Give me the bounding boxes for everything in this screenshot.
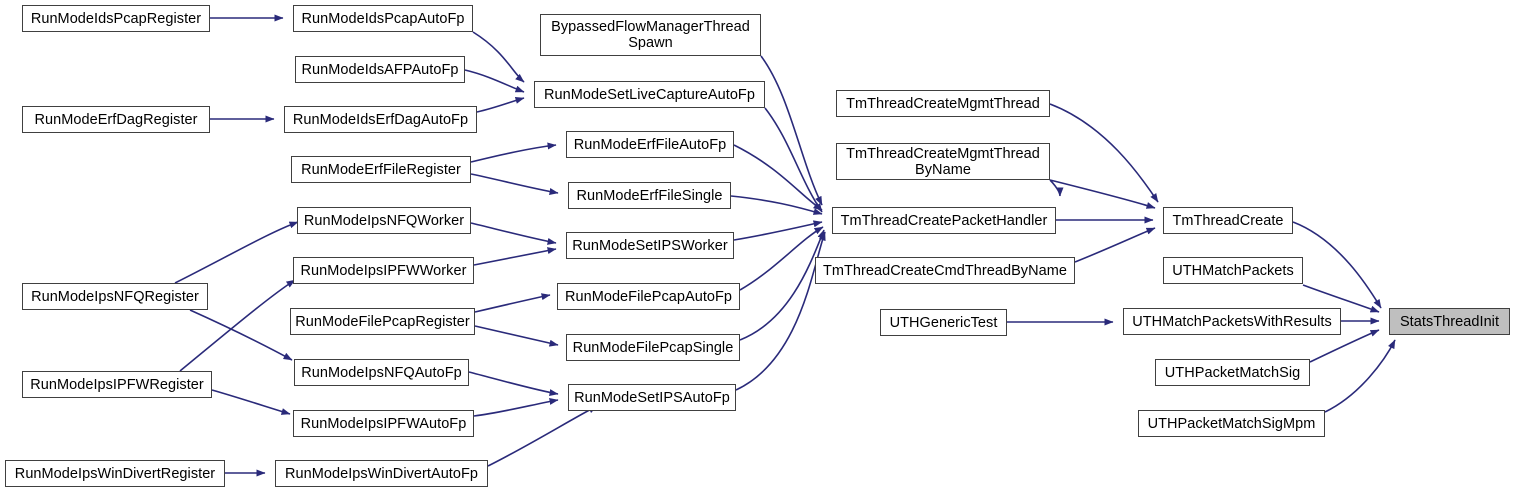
graph-node-runmodeerfdagregister[interactable]: RunModeErfDagRegister	[22, 106, 210, 133]
graph-node-uthpacketmatchsig[interactable]: UTHPacketMatchSig	[1155, 359, 1310, 386]
call-edge	[1049, 179, 1064, 197]
call-edge	[468, 371, 559, 396]
edges-group	[174, 14, 1396, 477]
call-edge	[470, 222, 557, 245]
graph-node-runmodeerffileregister[interactable]: RunModeErfFileRegister	[291, 156, 471, 183]
call-edge	[470, 142, 557, 163]
graph-node-runmodeidserfdagautofp[interactable]: RunModeIdsErfDagAutoFp	[284, 106, 477, 133]
call-edge	[739, 229, 825, 341]
call-edge	[211, 389, 291, 415]
call-edge	[473, 398, 559, 417]
graph-node-uthpacketmatchsigmpm[interactable]: UTHPacketMatchSigMpm	[1138, 410, 1325, 437]
graph-node-runmodesetipsworker[interactable]: RunModeSetIPSWorker	[566, 232, 734, 259]
graph-node-tmthreadcreatecmdthreadbyname[interactable]: TmThreadCreateCmdThreadByName	[815, 257, 1075, 284]
graph-node-tmthreadcreatemgmtthreadbyname[interactable]: TmThreadCreateMgmtThread ByName	[836, 143, 1050, 180]
graph-node-tmthreadcreatemgmtthread[interactable]: TmThreadCreateMgmtThread	[836, 90, 1050, 117]
call-edge	[474, 293, 551, 313]
call-edge	[472, 31, 525, 83]
graph-node-runmodefilepcapsingle[interactable]: RunModeFilePcapSingle	[566, 334, 740, 361]
graph-node-uthmatchpacketswithresults[interactable]: UTHMatchPacketsWithResults	[1123, 308, 1341, 335]
graph-node-runmodeidsafpautofp[interactable]: RunModeIdsAFPAutoFp	[295, 56, 465, 83]
graph-node-tmthreadcreatepackethandler[interactable]: TmThreadCreatePacketHandler	[832, 207, 1056, 234]
call-edge	[1292, 221, 1382, 309]
graph-node-uthgenerictest[interactable]: UTHGenericTest	[880, 309, 1007, 336]
call-edge	[470, 173, 559, 195]
graph-node-runmodeidspcapregister[interactable]: RunModeIdsPcapRegister	[22, 5, 210, 32]
graph-node-runmodeipsnfqautofp[interactable]: RunModeIpsNFQAutoFp	[294, 359, 469, 386]
call-edge	[1049, 179, 1156, 209]
call-edge	[764, 107, 823, 213]
graph-node-runmodesetipsautofp[interactable]: RunModeSetIPSAutoFp	[568, 384, 736, 411]
graph-node-runmodeidspcapautofp[interactable]: RunModeIdsPcapAutoFp	[293, 5, 473, 32]
call-edge	[730, 195, 823, 215]
call-edge	[464, 69, 525, 93]
graph-node-uthmatchpackets[interactable]: UTHMatchPackets	[1163, 257, 1303, 284]
graph-node-runmodeipswindivertautofp[interactable]: RunModeIpsWinDivertAutoFp	[275, 460, 488, 487]
graph-node-runmodesetlivecaptureautofp[interactable]: RunModeSetLiveCaptureAutoFp	[534, 81, 765, 108]
call-edge	[735, 231, 826, 391]
graph-node-runmodeipsnfqworker[interactable]: RunModeIpsNFQWorker	[297, 207, 471, 234]
graph-node-statsthreadinit[interactable]: StatsThreadInit	[1389, 308, 1510, 335]
graph-node-runmodefilepcapautofp[interactable]: RunModeFilePcapAutoFp	[557, 283, 740, 310]
graph-node-runmodeipsipfwregister[interactable]: RunModeIpsIPFWRegister	[22, 371, 212, 398]
graph-node-runmodeipsnfqregister[interactable]: RunModeIpsNFQRegister	[22, 283, 208, 310]
graph-node-runmodeipswindivertregister[interactable]: RunModeIpsWinDivertRegister	[5, 460, 225, 487]
call-edge	[733, 220, 823, 241]
call-edge	[487, 405, 598, 467]
graph-node-runmodeipsipfwworker[interactable]: RunModeIpsIPFWWorker	[293, 257, 474, 284]
graph-node-bypassedflowmanagerthreadspawn[interactable]: BypassedFlowManagerThread Spawn	[540, 14, 761, 56]
call-edge	[733, 144, 823, 211]
call-edge	[174, 221, 299, 284]
call-edge	[474, 325, 559, 347]
call-edge	[760, 55, 823, 206]
graph-node-runmodefilepcapregister[interactable]: RunModeFilePcapRegister	[290, 308, 475, 335]
graph-node-tmthreadcreate[interactable]: TmThreadCreate	[1163, 207, 1293, 234]
call-edge	[1049, 103, 1159, 203]
call-edge	[1074, 227, 1156, 263]
call-edge	[189, 309, 293, 361]
call-edge	[739, 226, 824, 291]
call-edge	[473, 247, 557, 266]
graph-node-runmodeerffileautofp[interactable]: RunModeErfFileAutoFp	[566, 131, 734, 158]
graph-node-runmodeipsipfwautofp[interactable]: RunModeIpsIPFWAutoFp	[293, 410, 474, 437]
call-edge	[1324, 339, 1396, 413]
graph-node-runmodeerffilesingle[interactable]: RunModeErfFileSingle	[568, 182, 731, 209]
call-edge	[476, 96, 525, 113]
